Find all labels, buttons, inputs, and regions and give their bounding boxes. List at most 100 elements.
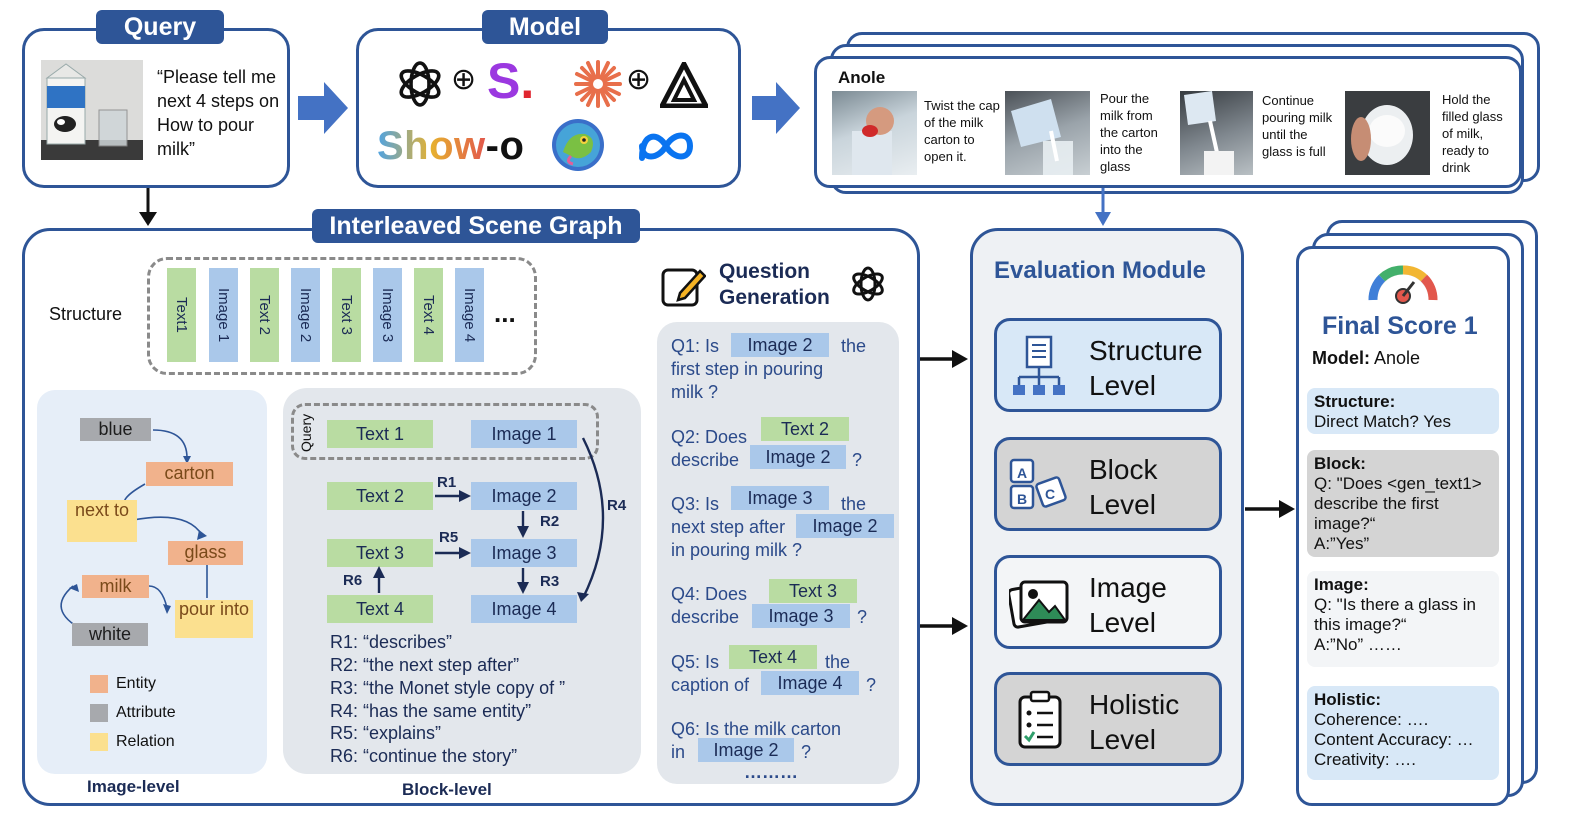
relation-r4: R4: “has the same entity” bbox=[330, 701, 532, 721]
step3-caption: Continue pouring milk until the glass is… bbox=[1262, 93, 1333, 159]
q5-a: Q5: Is bbox=[671, 652, 720, 672]
eval-to-score-arrow bbox=[1245, 500, 1295, 518]
relation-r1: R1: “describes” bbox=[330, 632, 453, 652]
q3-c: next step after bbox=[671, 517, 786, 537]
meta-logo-icon bbox=[639, 132, 694, 161]
openai-logo-icon bbox=[399, 61, 441, 107]
score-structure-head: Structure: bbox=[1314, 392, 1396, 411]
gauge-icon bbox=[1368, 265, 1438, 304]
isg-to-eval-arrow-top bbox=[920, 350, 968, 368]
step2-image bbox=[1005, 91, 1090, 175]
s-dot: . bbox=[520, 53, 535, 109]
qg-dots: ……… bbox=[744, 762, 798, 782]
q1-c: first step in pouring bbox=[671, 359, 824, 379]
q2-a: Q2: Does bbox=[671, 427, 748, 447]
relation-r3: R3: “the Monet style copy of ” bbox=[330, 678, 566, 698]
image-level-label-2: Level bbox=[1089, 607, 1156, 638]
holistic-level-card: Holistic Level bbox=[994, 672, 1222, 766]
structure-item-image1: Image 1 bbox=[209, 268, 238, 362]
model-tab: Model bbox=[482, 10, 608, 44]
score-image-body: Q: "Is there a glass in this image?“ bbox=[1314, 595, 1476, 634]
model-panel bbox=[356, 28, 741, 188]
label-r5: R5 bbox=[439, 529, 459, 546]
node-white: white bbox=[72, 623, 148, 646]
query-tab: Query bbox=[96, 10, 224, 44]
q3-chip1: Image 3 bbox=[731, 486, 829, 510]
structure-item-text1: Text1 bbox=[167, 268, 196, 362]
score-image-box: Image: Q: "Is there a glass in this imag… bbox=[1307, 571, 1499, 667]
node-next-to: next to bbox=[67, 500, 137, 542]
hierarchy-icon bbox=[1013, 335, 1065, 395]
structure-level-label-2: Level bbox=[1089, 370, 1156, 401]
block-image2: Image 2 bbox=[471, 482, 577, 510]
holistic-level-label-1: Holistic bbox=[1089, 689, 1180, 720]
structure-frame bbox=[147, 257, 537, 375]
block-level-label-2: Level bbox=[1089, 489, 1156, 520]
node-milk: milk bbox=[82, 575, 149, 598]
structure-item-image2: Image 2 bbox=[291, 268, 320, 362]
label-r4: R4 bbox=[607, 497, 627, 514]
structure-label: Structure bbox=[49, 304, 123, 324]
qg-title-2: Generation bbox=[719, 286, 830, 309]
svg-text:B: B bbox=[1017, 491, 1027, 507]
isg-to-eval-arrow-bottom bbox=[920, 617, 968, 635]
score-holistic-creativity: Creativity: …. bbox=[1314, 750, 1417, 769]
q2-c: ? bbox=[852, 450, 863, 470]
isg-tab: Interleaved Scene Graph bbox=[312, 209, 640, 243]
query-frame bbox=[291, 403, 599, 460]
anole-a-logo-icon bbox=[660, 62, 708, 108]
q4-chip2: Image 3 bbox=[752, 604, 850, 628]
legend-relation-swatch bbox=[90, 733, 108, 751]
q5-c: caption of bbox=[671, 675, 750, 695]
query-down-arrow bbox=[139, 188, 157, 226]
q3-d: in pouring milk ? bbox=[671, 540, 803, 560]
node-glass: glass bbox=[168, 541, 243, 565]
sparkle-logo-icon bbox=[574, 60, 622, 108]
model-value: Anole bbox=[1370, 348, 1421, 368]
step4-image bbox=[1345, 91, 1430, 175]
node-carton: carton bbox=[146, 462, 233, 486]
score-structure-body: Direct Match? Yes bbox=[1314, 412, 1452, 431]
q1-b: the bbox=[841, 336, 867, 356]
relation-r2: R2: “the next step after” bbox=[330, 655, 520, 675]
image-level-edges bbox=[60, 429, 211, 631]
image-level-panel bbox=[37, 390, 267, 774]
label-r6: R6 bbox=[343, 572, 363, 589]
query-text: “Please tell me next 4 steps on How to p… bbox=[157, 67, 280, 159]
clipboard-checklist-icon bbox=[1018, 690, 1062, 749]
block-text3: Text 3 bbox=[327, 539, 433, 567]
score-holistic-accuracy: Content Accuracy: … bbox=[1314, 730, 1474, 749]
holistic-level-label-2: Level bbox=[1089, 724, 1156, 755]
structure-level-label-1: Structure bbox=[1089, 335, 1203, 366]
step2-caption: Pour the milk from the carton into the g… bbox=[1100, 91, 1158, 174]
legend-relation-label: Relation bbox=[116, 733, 175, 750]
label-r2: R2 bbox=[540, 513, 560, 530]
legend-attribute-swatch bbox=[90, 704, 108, 722]
step4-caption: Hold the filled glass of milk, ready to … bbox=[1442, 92, 1503, 175]
score-holistic-coherence: Coherence: …. bbox=[1314, 710, 1429, 729]
q1-d: milk ? bbox=[671, 382, 719, 402]
structure-item-image3: Image 3 bbox=[373, 268, 402, 362]
svg-text:C: C bbox=[1045, 486, 1055, 502]
block-level-edges bbox=[373, 437, 605, 602]
oplus-icon: ⊕ bbox=[451, 63, 477, 96]
block-image1: Image 1 bbox=[471, 420, 577, 448]
q4-chip1: Text 3 bbox=[769, 579, 857, 603]
q5-chip2: Image 4 bbox=[761, 671, 859, 695]
step1-image bbox=[832, 91, 917, 175]
relation-r5: R5: “explains” bbox=[330, 723, 442, 743]
block-image4: Image 4 bbox=[471, 595, 577, 623]
structure-item-text4: Text 4 bbox=[414, 268, 443, 362]
legend-entity-label: Entity bbox=[116, 675, 157, 692]
q5-b: the bbox=[825, 652, 851, 672]
structure-ellipsis: ... bbox=[494, 298, 516, 328]
structure-item-text2: Text 2 bbox=[250, 268, 279, 362]
showo-logo-o: -o bbox=[485, 124, 525, 168]
image-gallery-icon bbox=[1009, 580, 1069, 629]
q5-d: ? bbox=[866, 675, 877, 695]
q3-b: the bbox=[841, 494, 867, 514]
score-image-head: Image: bbox=[1314, 575, 1369, 594]
showo-logo-show: Show bbox=[377, 124, 486, 168]
q2-b: describe bbox=[671, 450, 740, 470]
anole-down-arrow bbox=[1095, 188, 1111, 226]
